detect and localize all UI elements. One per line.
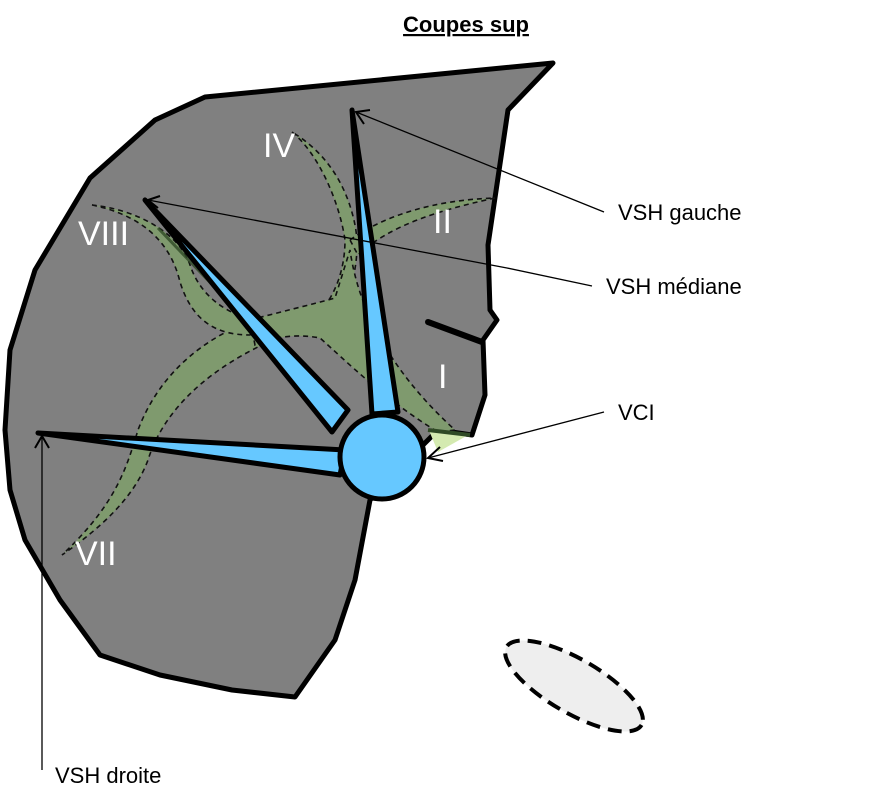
leader-vci [427, 411, 605, 459]
portal-shading-vci [427, 428, 471, 437]
arrowhead-vci [425, 446, 444, 462]
arrowhead-vsh-droite [34, 434, 50, 449]
portal-trunk [249, 249, 457, 433]
callout-vsh-droite: VSH droite [55, 763, 161, 788]
segment-label-vii: VII [75, 535, 117, 573]
liver-notch [425, 319, 485, 345]
vena-cava-circle [337, 412, 427, 502]
segment-label-ii: II [433, 203, 452, 241]
hepatic-vein-mediane [142, 197, 351, 435]
diagram-title: Coupes sup [403, 12, 529, 37]
leader-vsh-mediane [147, 199, 593, 287]
arrowhead-vsh-gauche [354, 109, 371, 125]
callout-vsh-mediane: VSH médiane [606, 274, 742, 299]
segment-label-i: I [438, 358, 447, 396]
segment-label-viii: VIII [78, 215, 129, 253]
arrowhead-vsh-mediane [145, 195, 161, 209]
dashed-ellipse [503, 638, 645, 734]
segment-label-iv: IV [263, 127, 295, 165]
callout-vsh-gauche: VSH gauche [618, 200, 742, 225]
callout-vci: VCI [618, 400, 655, 425]
callout-lines [34, 109, 605, 770]
leader-vsh-gauche [355, 111, 605, 213]
portal-branch-vii [61, 321, 264, 556]
